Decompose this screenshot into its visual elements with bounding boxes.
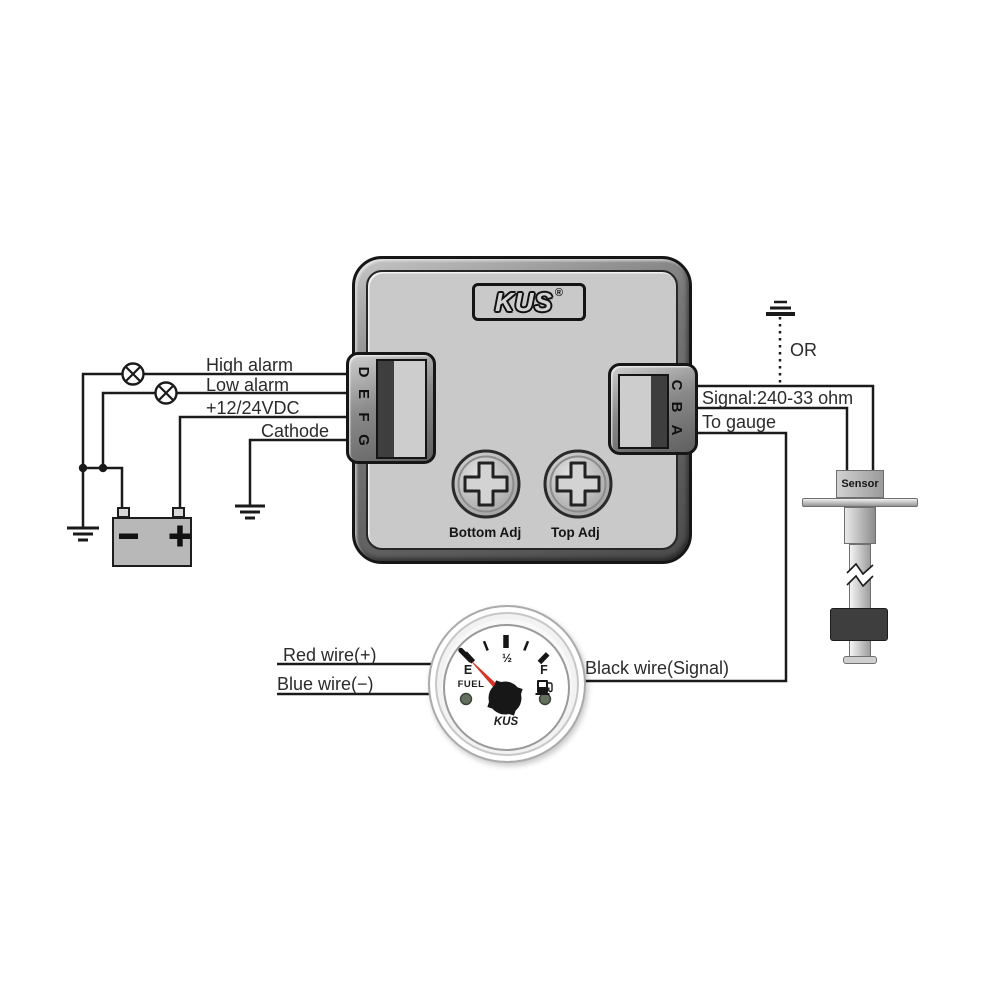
junction-dot xyxy=(98,463,108,473)
wire-low-alarm xyxy=(101,391,358,468)
ground-icon xyxy=(67,526,99,542)
red-wire-label: Red wire(+) xyxy=(283,645,377,665)
wire-power xyxy=(178,415,358,510)
wire-terminal-c-to-sensor xyxy=(690,384,875,472)
left-connector-slot xyxy=(378,361,394,457)
sensor-float xyxy=(830,608,888,641)
brand-logo-text: KUS xyxy=(494,286,553,317)
blue-wire-label: Blue wire(−) xyxy=(277,674,374,694)
high-alarm-lamp-icon xyxy=(121,362,145,386)
sensor-head: Sensor xyxy=(836,470,884,498)
battery xyxy=(112,517,192,567)
terminal-e: E xyxy=(355,388,372,399)
ground-icon-inverted xyxy=(766,300,795,316)
gauge-full-label: F xyxy=(540,663,548,677)
wire-cathode xyxy=(248,438,358,506)
terminal-a: A xyxy=(668,424,685,436)
right-connector-socket xyxy=(618,374,669,449)
signal-label: Signal:240-33 ohm xyxy=(702,388,854,408)
top-adj-label: Top Adj xyxy=(551,525,600,540)
power-label: +12/24VDC xyxy=(206,398,300,418)
wire-to-gauge xyxy=(584,431,788,683)
wire-signal xyxy=(690,406,849,472)
terminal-d: D xyxy=(355,366,372,378)
terminal-f: F xyxy=(355,412,372,422)
gauge-half-label: ½ xyxy=(501,651,512,665)
wire-high-alarm xyxy=(81,372,358,528)
black-wire-label: Black wire(Signal) xyxy=(585,658,730,678)
left-connector-socket xyxy=(376,359,427,459)
terminal-b: B xyxy=(668,401,685,413)
wire-junction-to-battery-neg xyxy=(83,466,124,510)
or-label: OR xyxy=(790,340,817,360)
sensor-flange xyxy=(802,498,918,507)
junction-dot xyxy=(78,463,88,473)
gauge-brand-label: KUS xyxy=(493,716,519,728)
bottom-adj-label: Bottom Adj xyxy=(449,525,522,540)
low-alarm-label: Low alarm xyxy=(206,375,290,395)
terminal-c: C xyxy=(668,379,685,391)
terminal-g: G xyxy=(355,434,372,446)
right-connector xyxy=(608,363,698,455)
cathode-label: Cathode xyxy=(261,421,330,441)
brand-logo: KUS ® xyxy=(472,283,586,321)
registered-mark: ® xyxy=(554,287,563,299)
sensor-end-cap xyxy=(843,656,877,664)
sensor-shaft-upper xyxy=(844,507,876,544)
right-connector-slot xyxy=(651,376,667,447)
sensor-label: Sensor xyxy=(841,478,879,490)
low-alarm-lamp-icon xyxy=(154,381,178,405)
to-gauge-label: To gauge xyxy=(702,412,777,432)
gauge-fuel-label: FUEL xyxy=(457,679,485,690)
ground-icon xyxy=(235,504,265,520)
high-alarm-label: High alarm xyxy=(206,355,294,375)
gauge-empty-label: E xyxy=(463,663,473,677)
left-connector xyxy=(346,352,436,464)
